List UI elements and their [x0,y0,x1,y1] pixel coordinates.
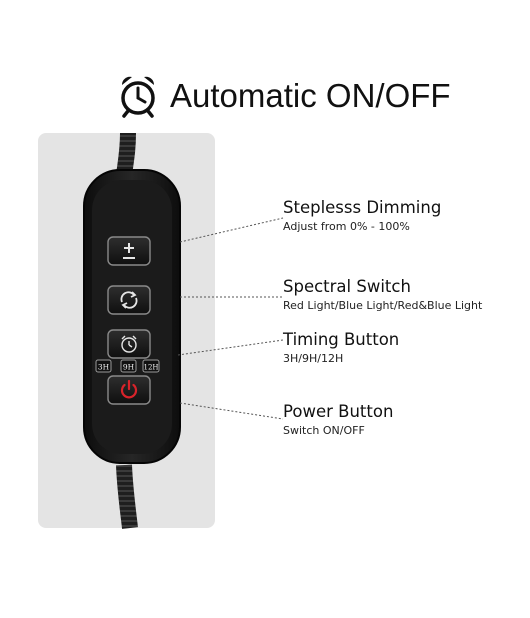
callout-spectral: Spectral Switch Red Light/Blue Light/Red… [283,277,482,314]
power-icon [120,379,138,399]
callout-sub: Switch ON/OFF [283,424,365,437]
callout-timing: Timing Button 3H/9H/12H [283,330,399,367]
header: Automatic ON/OFF [118,72,451,120]
callout-heading: Timing Button [283,330,400,349]
timer-label-9h: 9H [123,363,135,372]
power-button[interactable] [107,375,151,405]
callout-power: Power Button Switch ON/OFF [283,402,393,439]
callout-heading: Spectral Switch [283,277,411,296]
cable-bottom [116,464,138,529]
callout-heading: Power Button [283,402,394,421]
timer-indicator-3h [95,359,112,373]
dimming-button[interactable] [107,236,151,266]
cable-top [116,132,136,177]
timer-indicators: 3H 9H 12H [95,359,160,373]
callout-dimming: Steplesss Dimming Adjust from 0% - 100% [283,198,441,235]
timer-label-3h: 3H [98,363,110,372]
plus-minus-icon [123,243,135,259]
timing-button[interactable] [107,329,151,359]
callout-heading: Steplesss Dimming [283,198,442,217]
leader-lines [177,217,284,420]
leader-power [179,402,284,420]
leader-dimming [179,217,284,243]
spectral-switch-button[interactable] [107,285,151,315]
callout-sub: 3H/9H/12H [283,352,344,365]
leader-timing [177,339,284,356]
timer-label-12h: 12H [143,364,158,372]
timer-indicator-9h [120,359,137,373]
timer-clock-icon [121,335,137,353]
timer-indicator-12h [142,359,160,373]
page-title: Automatic ON/OFF [170,77,451,114]
callout-sub: Red Light/Blue Light/Red&Blue Light [283,299,483,312]
alarm-clock-icon [121,76,155,118]
callout-sub: Adjust from 0% - 100% [283,220,410,233]
cycle-arrows-icon [120,291,138,309]
